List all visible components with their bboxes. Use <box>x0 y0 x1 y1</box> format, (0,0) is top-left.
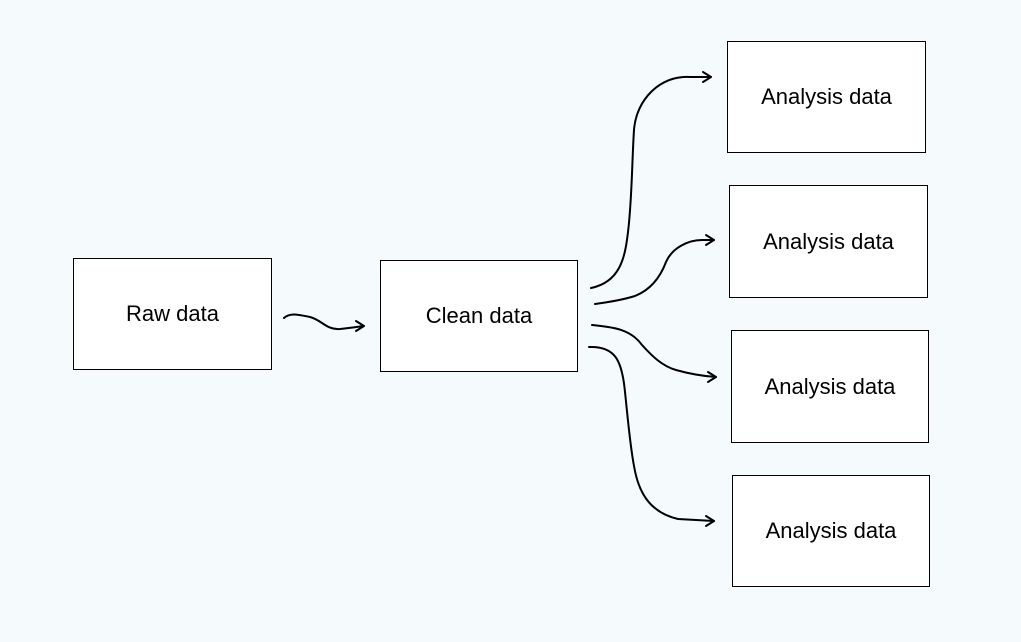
node-analysis-data-2: Analysis data <box>729 185 928 298</box>
node-analysis-data-1-label: Analysis data <box>761 84 892 109</box>
edge-clean-to-analysis-4 <box>588 345 715 527</box>
node-analysis-data-4: Analysis data <box>732 475 930 587</box>
edge-raw-to-clean <box>283 313 365 332</box>
node-raw-data: Raw data <box>73 258 272 370</box>
edge-clean-to-analysis-2 <box>594 234 715 305</box>
node-analysis-data-2-label: Analysis data <box>763 228 894 254</box>
node-analysis-data-3: Analysis data <box>731 330 929 443</box>
node-analysis-data-1: Analysis data <box>727 41 926 153</box>
node-clean-data-label: Clean data <box>425 303 533 328</box>
edge-clean-to-analysis-1 <box>590 71 712 289</box>
node-analysis-data-3-label: Analysis data <box>764 373 896 399</box>
node-raw-data-label: Raw data <box>126 301 219 326</box>
edge-clean-to-analysis-3 <box>591 324 717 383</box>
node-analysis-data-4-label: Analysis data <box>765 518 897 543</box>
node-clean-data: Clean data <box>380 260 578 372</box>
